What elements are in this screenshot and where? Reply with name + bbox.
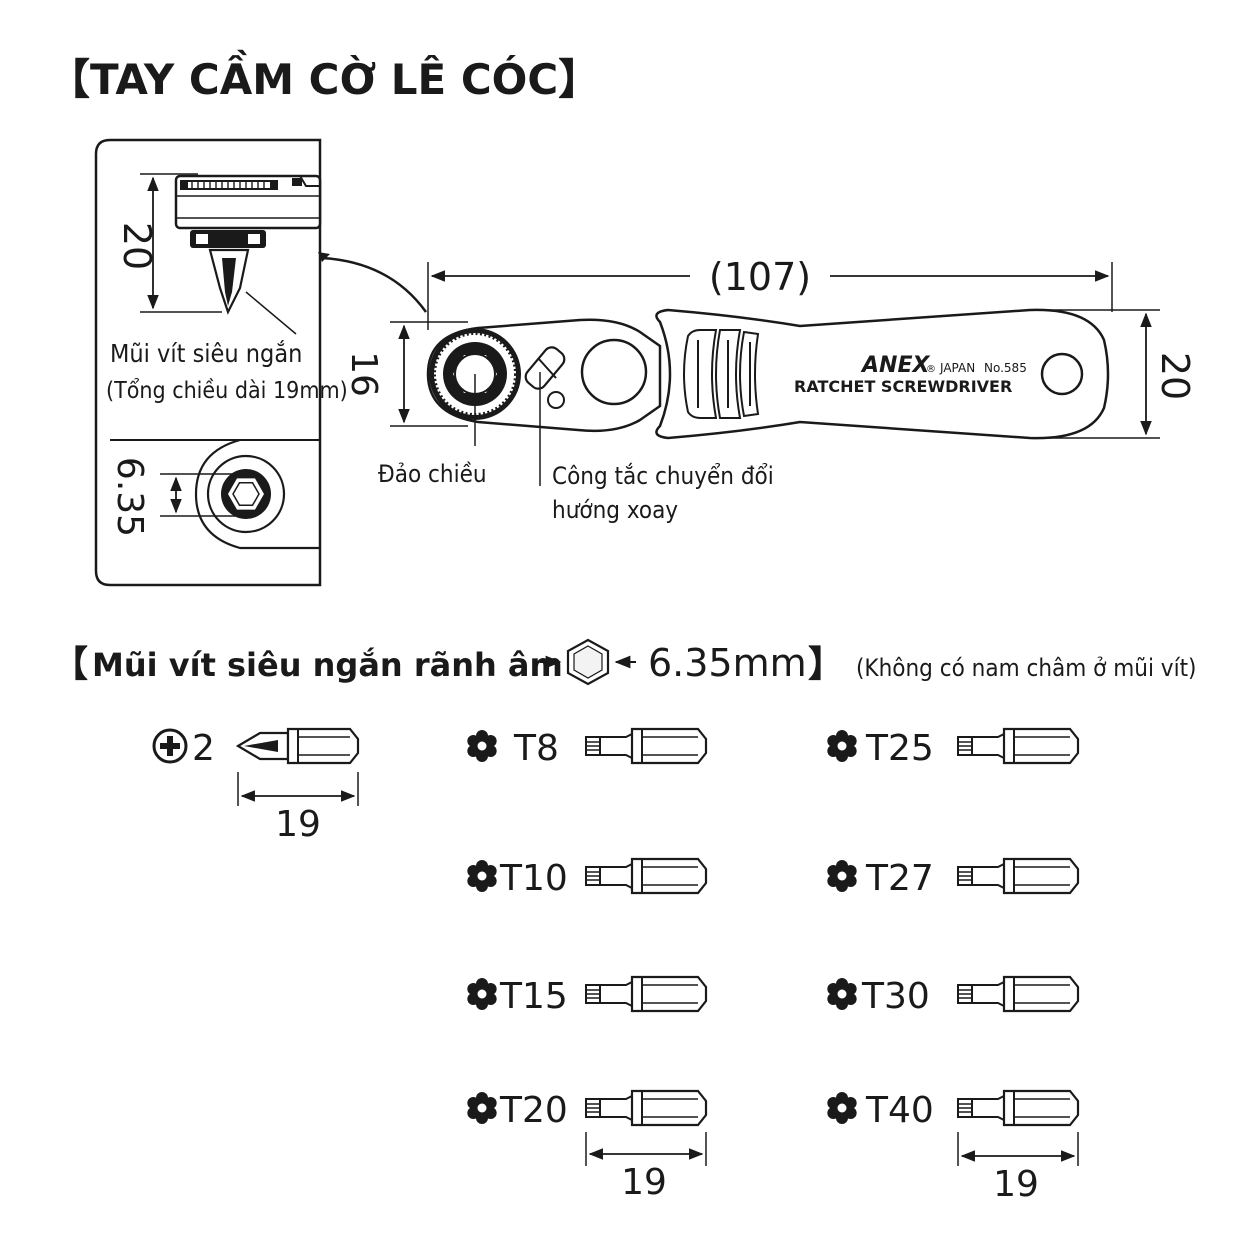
label-direction-switch-line2: hướng xoay [552, 496, 678, 524]
torx-icon [827, 978, 857, 1010]
ratchet-head-side-view [174, 174, 322, 315]
ratchet-handle-drawing: (107) 16 20 [343, 255, 1197, 524]
bit-length-label: 19 [621, 1162, 667, 1203]
bit-torx-t15: T15 [467, 975, 708, 1017]
inset-height-dimension: 20 [115, 222, 159, 270]
torx-icon [827, 860, 857, 892]
bit-label: T20 [499, 1090, 568, 1131]
bit-length-dimensions: 19 19 19 [237, 772, 1079, 1205]
brand-registered-mark: ® [926, 364, 936, 375]
bit-label: T40 [865, 1090, 934, 1131]
brand-logo: ANEX [860, 353, 930, 378]
handle-height-dimension: 20 [1153, 352, 1197, 400]
torx-icon [467, 860, 497, 892]
handle-product-name: RATCHET SCREWDRIVER [794, 377, 1012, 396]
bit-torx-t40: T40 [827, 1089, 1080, 1131]
bit-label: T30 [861, 976, 930, 1017]
socket-size-dimension: 6.35 [109, 457, 150, 537]
section-open-bracket: 【 [52, 644, 88, 685]
bit-torx-t30: T30 [827, 975, 1080, 1017]
torx-icon [827, 730, 857, 762]
page-title: 【TAY CẦM CỜ LÊ CÓC】 [48, 49, 600, 104]
bits-section-title: Mũi vít siêu ngắn rãnh âm [92, 646, 563, 684]
handle-origin-text: JAPAN [939, 361, 975, 375]
socket-front-view [206, 454, 286, 534]
bit-phillips-2: 2 [152, 727, 360, 769]
torx-icon [467, 1092, 497, 1124]
inset-caption-bit: Mũi vít siêu ngắn [110, 339, 302, 368]
overall-length-dimension: (107) [709, 255, 811, 299]
bit-torx-t20: T20 [467, 1089, 708, 1131]
torx-icon [827, 1092, 857, 1124]
handle-model-text: No.585 [984, 361, 1027, 375]
head-height-dimension: 16 [343, 351, 384, 397]
label-direction-switch-line1: Công tắc chuyển đổi [552, 461, 774, 490]
bits-grid: 2 T8 T25 T10 T27 T15 [152, 727, 1080, 1131]
hex-size-label: 6.35mm [648, 641, 807, 685]
hex-shank-icon [566, 638, 610, 686]
bit-label: T10 [499, 858, 568, 899]
bit-label: T27 [865, 858, 934, 899]
phillips-icon [152, 728, 188, 764]
bit-torx-t25: T25 [827, 727, 1080, 769]
bit-length-label: 19 [275, 804, 321, 845]
bit-label: T25 [865, 728, 934, 769]
torx-icon [467, 730, 497, 762]
bit-label: T15 [499, 976, 568, 1017]
label-reverse: Đảo chiều [378, 460, 487, 488]
bits-section-note: (Không có nam châm ở mũi vít) [856, 654, 1196, 682]
bit-torx-t27: T27 [827, 857, 1080, 899]
inset-panel: 20 Mũi vít siêu ngắn (Tổng chiều dài 19m… [94, 138, 348, 587]
bit-torx-t10: T10 [467, 857, 708, 899]
bit-length-label: 19 [993, 1164, 1039, 1205]
torx-icon [467, 978, 497, 1010]
bit-label: 2 [192, 728, 215, 769]
section-close-bracket: 】 [808, 644, 844, 685]
bits-section-header: 【 Mũi vít siêu ngắn rãnh âm 6.35mm 】 (Kh… [52, 638, 1196, 686]
bit-torx-t8: T8 [467, 727, 708, 769]
inset-caption-length: (Tổng chiều dài 19mm) [106, 378, 348, 404]
bit-label: T8 [513, 728, 559, 769]
